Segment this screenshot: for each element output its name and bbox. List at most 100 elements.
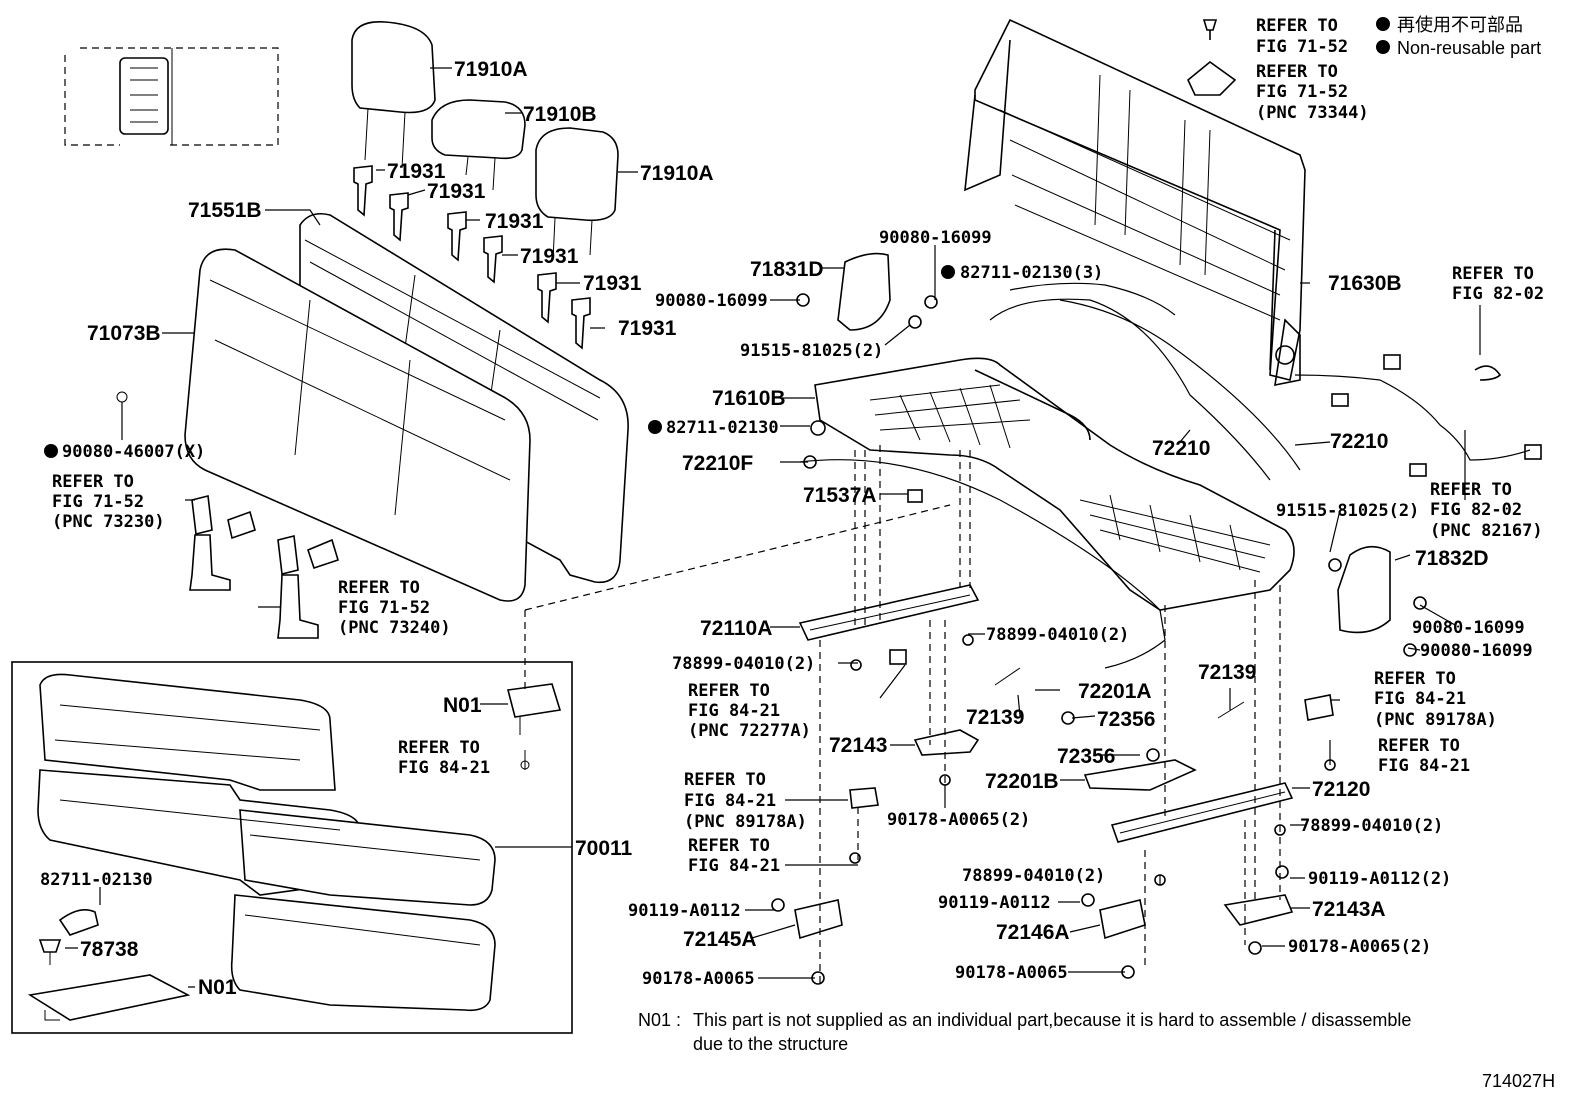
ref-label: REFER TO xyxy=(1430,480,1512,500)
ref-label: REFER TO xyxy=(338,578,420,598)
label-90119-A0112: 90119-A0112 xyxy=(938,893,1051,913)
seat-back-frame-71630B xyxy=(964,18,1306,387)
ref-label: FIG 71-52 xyxy=(1256,37,1348,57)
bracket-n01-top xyxy=(506,683,562,770)
label-71832D: 71832D xyxy=(1415,547,1489,570)
side-shield-71831D xyxy=(837,252,891,331)
label-71931: 71931 xyxy=(387,160,446,183)
headrest-support-71931 xyxy=(353,165,591,350)
label-78899-04010: 78899-04010(2) xyxy=(986,625,1129,645)
ref-label: (PNC 73230) xyxy=(52,512,165,532)
label-71931: 71931 xyxy=(583,272,642,295)
label-72145A: 72145A xyxy=(683,928,757,951)
label-71910A: 71910A xyxy=(454,58,528,81)
leader-lines xyxy=(65,67,1481,988)
seat-belt-buckle-73230 xyxy=(189,495,256,591)
label-71931: 71931 xyxy=(485,210,544,233)
label-90119-A0112-2: 90119-A0112(2) xyxy=(1308,869,1451,889)
label-90119-A0112: 90119-A0112 xyxy=(628,901,741,921)
bracket-72146A xyxy=(1099,899,1146,940)
ref-label: FIG 82-02 xyxy=(1430,500,1522,520)
ref-label: FIG 84-21 xyxy=(684,791,776,811)
ref-label: REFER TO xyxy=(1256,62,1338,82)
ref-label: FIG 71-52 xyxy=(1256,82,1348,102)
ref-label: REFER TO xyxy=(688,681,770,701)
ref-label: REFER TO xyxy=(688,836,770,856)
label-90178-A0065: 90178-A0065(2) xyxy=(887,810,1030,830)
cable-72210 xyxy=(799,298,1301,669)
label-71073B: 71073B xyxy=(87,322,161,345)
label-72143: 72143 xyxy=(829,734,887,757)
bracket-72143A xyxy=(1223,894,1294,926)
label-72110A: 72110A xyxy=(700,617,772,640)
ref-label: FIG 84-21 xyxy=(1378,756,1470,776)
ref-label: FIG 84-21 xyxy=(688,701,780,721)
label-70011: 70011 xyxy=(575,837,633,860)
ref-label: REFER TO xyxy=(52,472,134,492)
label-71931: 71931 xyxy=(618,317,677,340)
ref-label: (PNC 73344) xyxy=(1256,103,1369,123)
headrest-71910A-left xyxy=(351,21,436,169)
label-91515-81025: 91515-81025(2) xyxy=(1276,501,1419,521)
ref-label: REFER TO xyxy=(1452,264,1534,284)
seat-track-72110A xyxy=(798,584,980,641)
headrest-71910B-center xyxy=(431,99,526,191)
note-line-1: This part is not supplied as an individu… xyxy=(693,1010,1411,1030)
ref-label: (PNC 73240) xyxy=(338,618,451,638)
label-71931: 71931 xyxy=(427,180,486,203)
label-72143A: 72143A xyxy=(1312,898,1386,921)
label-71831D: 71831D xyxy=(750,258,824,281)
headrest-71910A-right xyxy=(535,127,619,261)
label-78899-04010: 78899-04010(2) xyxy=(672,654,815,674)
label-71630B: 71630B xyxy=(1328,272,1402,295)
spring-72139 xyxy=(994,667,1245,719)
label-71910A: 71910A xyxy=(640,162,714,185)
vehicle-locator-icon xyxy=(64,47,279,146)
note-line-2: due to the structure xyxy=(693,1034,848,1054)
dashed-guide-1 xyxy=(524,504,951,611)
ref-label: REFER TO xyxy=(1256,16,1338,36)
label-90080-16099: 90080-16099 xyxy=(1420,641,1533,661)
label-72356: 72356 xyxy=(1097,708,1155,731)
label-72210: 72210 xyxy=(1330,430,1388,453)
bolt-refer-71-52 xyxy=(1187,19,1237,96)
ref-label: (PNC 82167) xyxy=(1430,521,1543,541)
ref-label: FIG 84-21 xyxy=(398,758,490,778)
seat-cushion-assembly-70011 xyxy=(37,673,496,1012)
label-71610B: 71610B xyxy=(712,387,786,410)
clip-90080-46007 xyxy=(44,391,128,458)
ref-label: FIG 84-21 xyxy=(1374,689,1466,709)
ref-label: FIG 71-52 xyxy=(338,598,430,618)
label-72139: 72139 xyxy=(966,706,1024,729)
side-shield-71832D xyxy=(1337,545,1391,634)
ref-label: FIG 71-52 xyxy=(52,492,144,512)
seat-track-72120 xyxy=(1110,782,1294,843)
seat-belt-buckle-73240 xyxy=(277,535,339,639)
hook-82711-02130 xyxy=(58,909,99,936)
legend-jp: 再使用不可部品 xyxy=(1397,15,1523,35)
label-78899-04010: 78899-04010(2) xyxy=(962,866,1105,886)
ref-label: FIG 84-21 xyxy=(688,856,780,876)
label-91515-81025: 91515-81025(2) xyxy=(740,341,883,361)
figure-id: 714027H xyxy=(1482,1071,1555,1091)
ref-label: REFER TO xyxy=(684,770,766,790)
ref-label: (PNC 89178A) xyxy=(684,812,807,832)
label-90178-A0065-2: 90178-A0065(2) xyxy=(1288,937,1431,957)
label-72201B: 72201B xyxy=(985,770,1059,793)
label-78899-04010: 78899-04010(2) xyxy=(1300,816,1443,836)
label-90080-46007: 90080-46007(X) xyxy=(62,442,205,462)
label-72146A: 72146A xyxy=(996,921,1070,944)
non-reusable-marks xyxy=(648,17,1390,434)
label-90080-16099: 90080-16099 xyxy=(1412,618,1525,638)
bracket-72145A xyxy=(794,899,843,940)
fastener-glyphs xyxy=(771,293,1427,985)
dashed-vertical-guides xyxy=(819,445,1281,985)
label-72210: 72210 xyxy=(1152,437,1210,460)
label-90080-16099: 90080-16099 xyxy=(655,291,768,311)
label-82711-02130: 82711-02130 xyxy=(666,418,779,438)
ref-label: FIG 82-02 xyxy=(1452,284,1544,304)
label-71537A: 71537A xyxy=(803,484,877,507)
wire-harness-82167 xyxy=(1294,354,1542,477)
label-78738: 78738 xyxy=(80,938,139,961)
label-71931: 71931 xyxy=(520,245,579,268)
